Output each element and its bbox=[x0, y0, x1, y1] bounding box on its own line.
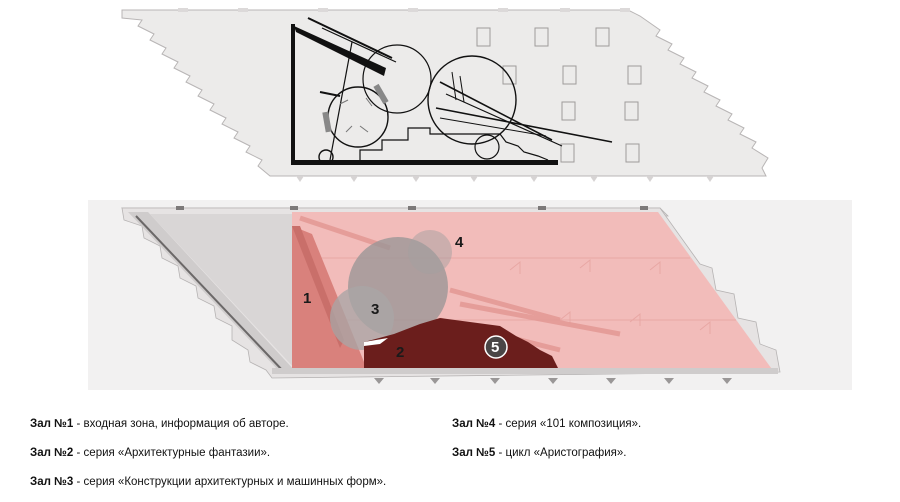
legend-hall-1-text: - входная зона, информация об авторе. bbox=[73, 418, 289, 430]
legend-hall-5: Зал №5 - цикл «Аристография». bbox=[452, 447, 626, 459]
legend-hall-2: Зал №2 - серия «Архитектурные фантазии». bbox=[30, 447, 270, 459]
legend-hall-3-title: Зал №3 bbox=[30, 476, 74, 488]
legend-hall-3: Зал №3 - серия «Конструкции архитектурны… bbox=[30, 476, 386, 488]
building-outline bbox=[121, 9, 769, 177]
bottom-notches bbox=[296, 176, 714, 182]
legend-hall-4: Зал №4 - серия «101 композиция». bbox=[452, 418, 641, 430]
windows bbox=[476, 27, 642, 163]
wall-notches bbox=[178, 8, 630, 12]
composition-drawing bbox=[291, 17, 613, 165]
legend-hall-1: Зал №1 - входная зона, информация об авт… bbox=[30, 418, 289, 430]
legend-hall-5-text: - цикл «Аристография». bbox=[495, 447, 627, 459]
legend-hall-4-title: Зал №4 bbox=[452, 418, 496, 430]
legend-hall-5-title: Зал №5 bbox=[452, 447, 496, 459]
legend-hall-4-text: - серия «101 композиция». bbox=[495, 418, 642, 430]
legend-hall-2-title: Зал №2 bbox=[30, 447, 74, 459]
legend-hall-2-text: - серия «Архитектурные фантазии». bbox=[73, 447, 271, 459]
legend-hall-1-title: Зал №1 bbox=[30, 418, 74, 430]
legend-hall-3-text: - серия «Конструкции архитектурных и маш… bbox=[73, 476, 387, 488]
